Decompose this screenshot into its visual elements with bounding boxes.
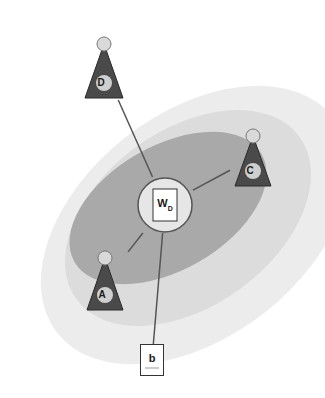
outer-ellipse bbox=[0, 29, 325, 398]
middle-ellipse bbox=[25, 66, 325, 371]
pawn-head bbox=[246, 129, 260, 143]
pawn-body bbox=[85, 44, 123, 98]
document-label: b bbox=[140, 348, 164, 366]
document-letter: W bbox=[157, 197, 167, 209]
pawn-head bbox=[97, 37, 111, 51]
pawn-letter: C bbox=[230, 165, 270, 177]
document-letter: b bbox=[149, 352, 156, 364]
center-document-circle: WD bbox=[137, 177, 193, 233]
connector-line bbox=[153, 233, 162, 344]
document-sheet bbox=[153, 189, 177, 221]
document-subscript: D bbox=[168, 205, 173, 212]
document-icon: b bbox=[140, 344, 164, 376]
pawn-head bbox=[98, 251, 112, 265]
pawn-letter: D bbox=[80, 77, 122, 89]
node-shape bbox=[82, 250, 128, 312]
node-shape bbox=[80, 36, 128, 100]
connector-line bbox=[128, 233, 143, 252]
pawn-figure: A bbox=[82, 250, 128, 312]
node-shape bbox=[230, 128, 276, 188]
pawn-body bbox=[87, 258, 123, 310]
document-label: WD bbox=[153, 193, 177, 212]
center-circle bbox=[138, 178, 192, 232]
connector-line bbox=[118, 100, 152, 177]
pawn-letter: A bbox=[82, 289, 122, 301]
text-rule bbox=[145, 368, 159, 369]
document-sheet bbox=[141, 345, 164, 376]
connector-line bbox=[193, 170, 230, 190]
pawn-figure: D bbox=[80, 36, 128, 100]
inner-ellipse bbox=[43, 100, 292, 315]
pawn-figure: C bbox=[230, 128, 276, 188]
